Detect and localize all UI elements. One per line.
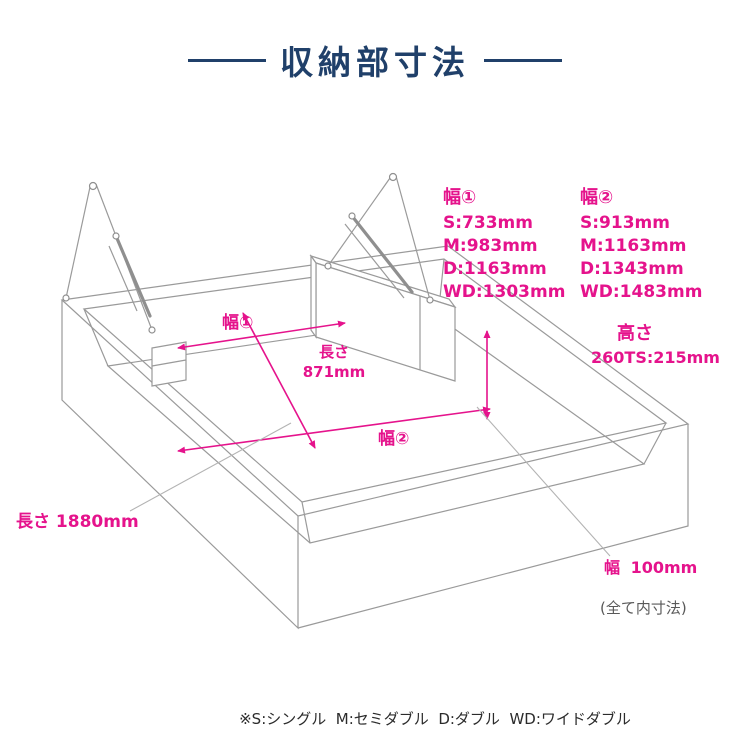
legend-width2: 幅② S:913mm M:1163mm D:1343mm WD:1483mm (580, 186, 702, 304)
partition-board (309, 254, 457, 382)
width2-inline-label: 幅② (378, 429, 410, 449)
page-title: 収納部寸法 (0, 36, 750, 84)
legend-width2-single: S:913mm (580, 213, 670, 233)
size-footnote: ※S:シングル M:セミダブル D:ダブル WD:ワイドダブル (239, 710, 631, 728)
dimension-arrows (177, 312, 491, 454)
inner-length-text: 長さ (318, 343, 349, 361)
width-small-leader (476, 406, 611, 557)
legend-width1-semidouble: M:983mm (443, 236, 538, 256)
length-total-label: 長さ 1880mm (16, 512, 139, 532)
title-left-line (188, 58, 266, 62)
legend-height-title: 高さ (617, 323, 653, 344)
inner-dimensions-note: (全て内寸法) (600, 599, 687, 617)
title-text: 収納部寸法 (280, 43, 470, 82)
lift-mechanism-left (62, 181, 156, 334)
inner-length-value: 871mm (302, 363, 366, 381)
legend-width2-title: 幅② (580, 187, 614, 208)
legend-width1-widedouble: WD:1303mm (443, 282, 566, 302)
legend-width1: 幅① S:733mm M:983mm D:1163mm WD:1303mm (443, 186, 565, 304)
length-total-leader (129, 422, 292, 512)
legend-width1-double: D:1163mm (443, 259, 547, 279)
legend-width2-double: D:1343mm (580, 259, 684, 279)
strut-mount-box (151, 341, 187, 387)
width1-inline-label: 幅① (222, 313, 254, 333)
title-right-line (484, 58, 562, 62)
inner-length-label: 長さ 871mm (300, 342, 368, 382)
lift-mechanism-center (324, 172, 434, 304)
width-small-label: 幅 100mm (604, 558, 698, 577)
legend-width1-single: S:733mm (443, 213, 533, 233)
legend-width1-title: 幅① (443, 187, 477, 208)
legend-width2-widedouble: WD:1483mm (580, 282, 703, 302)
legend-height-value: 260TS:215mm (591, 348, 720, 367)
leader-lines (129, 406, 611, 557)
width2-arrow (177, 406, 491, 454)
legend-width2-semidouble: M:1163mm (580, 236, 687, 256)
